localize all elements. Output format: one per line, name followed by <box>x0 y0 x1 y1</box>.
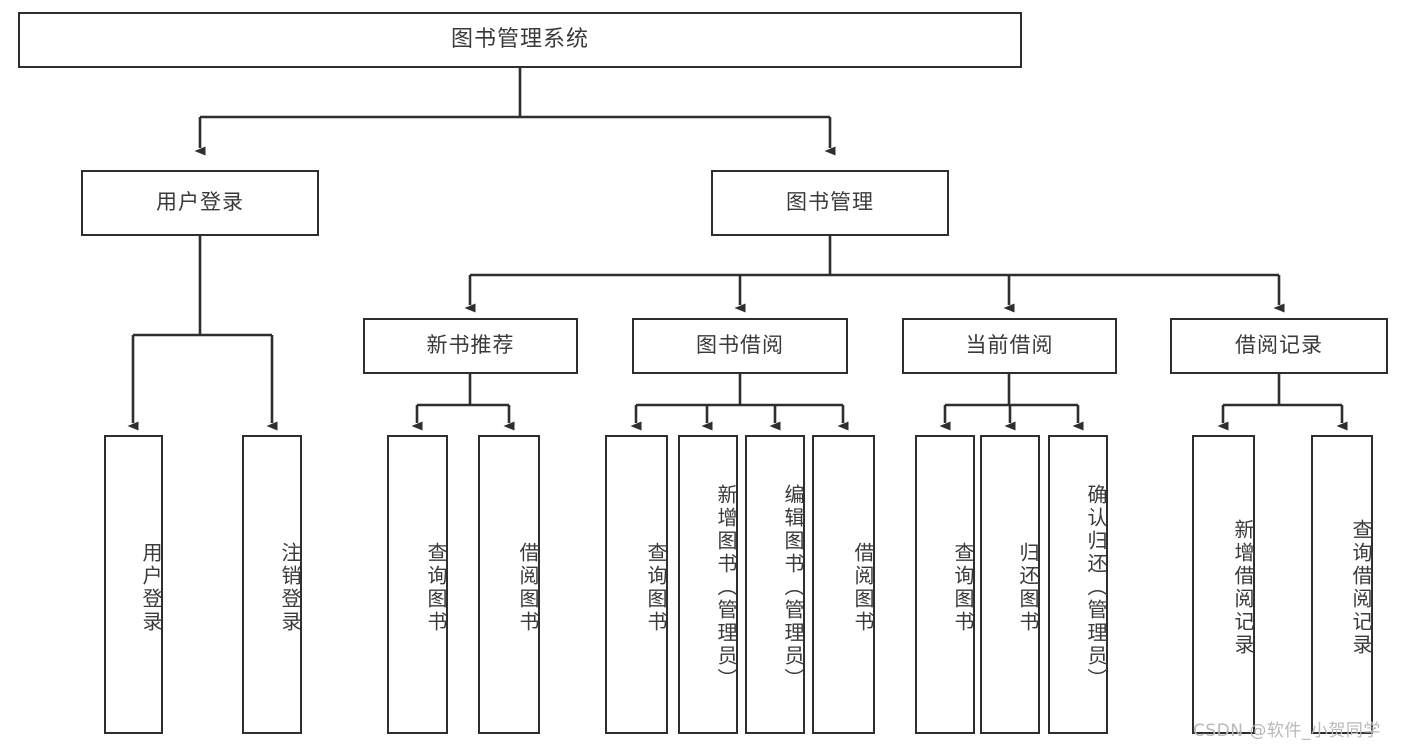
node-new-book-recommend[interactable]: 新书推荐 <box>363 318 578 374</box>
node-borrow-record[interactable]: 借阅记录 <box>1170 318 1388 374</box>
node-label: 当前借阅 <box>965 333 1054 358</box>
node-label: 查询图书 <box>644 541 668 634</box>
leaf-current-borrow-confirm-return[interactable]: 确认归还（管理员） <box>1048 435 1108 734</box>
csdn-watermark: CSDN @软件_小贺同学 <box>1193 721 1381 741</box>
node-current-borrow[interactable]: 当前借阅 <box>902 318 1117 374</box>
node-label: 查询借阅记录 <box>1349 518 1373 657</box>
leaf-book-borrow-query[interactable]: 查询图书 <box>605 435 668 734</box>
node-user-login[interactable]: 用户登录 <box>81 170 319 236</box>
node-label: 借阅图书 <box>516 541 540 634</box>
node-label: 新增图书（管理员） <box>714 484 738 691</box>
node-label: 查询图书 <box>424 541 448 634</box>
node-label: 编辑图书（管理员） <box>781 484 805 691</box>
node-label: 注销登录 <box>278 541 302 634</box>
leaf-book-borrow-borrow[interactable]: 借阅图书 <box>812 435 875 734</box>
leaf-borrow-record-add[interactable]: 新增借阅记录 <box>1192 435 1255 734</box>
node-book-borrow[interactable]: 图书借阅 <box>632 318 848 374</box>
leaf-current-borrow-return[interactable]: 归还图书 <box>980 435 1040 734</box>
node-book-management[interactable]: 图书管理 <box>711 170 949 236</box>
node-label: 借阅记录 <box>1235 333 1323 358</box>
leaf-user-login-login[interactable]: 用户登录 <box>104 435 163 734</box>
node-label: 确认归还（管理员） <box>1084 484 1108 691</box>
leaf-new-book-query[interactable]: 查询图书 <box>387 435 448 734</box>
leaf-borrow-record-query[interactable]: 查询借阅记录 <box>1311 435 1373 734</box>
node-label: 新增借阅记录 <box>1231 518 1255 657</box>
node-label: 借阅图书 <box>851 541 875 634</box>
node-label: 归还图书 <box>1016 541 1040 634</box>
node-label: 图书借阅 <box>696 333 784 358</box>
node-label: 查询图书 <box>951 541 975 634</box>
leaf-current-borrow-query[interactable]: 查询图书 <box>915 435 975 734</box>
node-label: 图书管理系统 <box>450 26 589 52</box>
node-root-system[interactable]: 图书管理系统 <box>18 12 1022 68</box>
leaf-book-borrow-edit[interactable]: 编辑图书（管理员） <box>745 435 805 734</box>
node-label: 用户登录 <box>139 541 163 634</box>
node-label: 新书推荐 <box>426 333 515 358</box>
leaf-book-borrow-add[interactable]: 新增图书（管理员） <box>678 435 738 734</box>
node-label: 图书管理 <box>786 190 874 215</box>
node-label: 用户登录 <box>156 190 244 215</box>
leaf-new-book-borrow[interactable]: 借阅图书 <box>478 435 540 734</box>
leaf-user-login-logout[interactable]: 注销登录 <box>242 435 302 734</box>
